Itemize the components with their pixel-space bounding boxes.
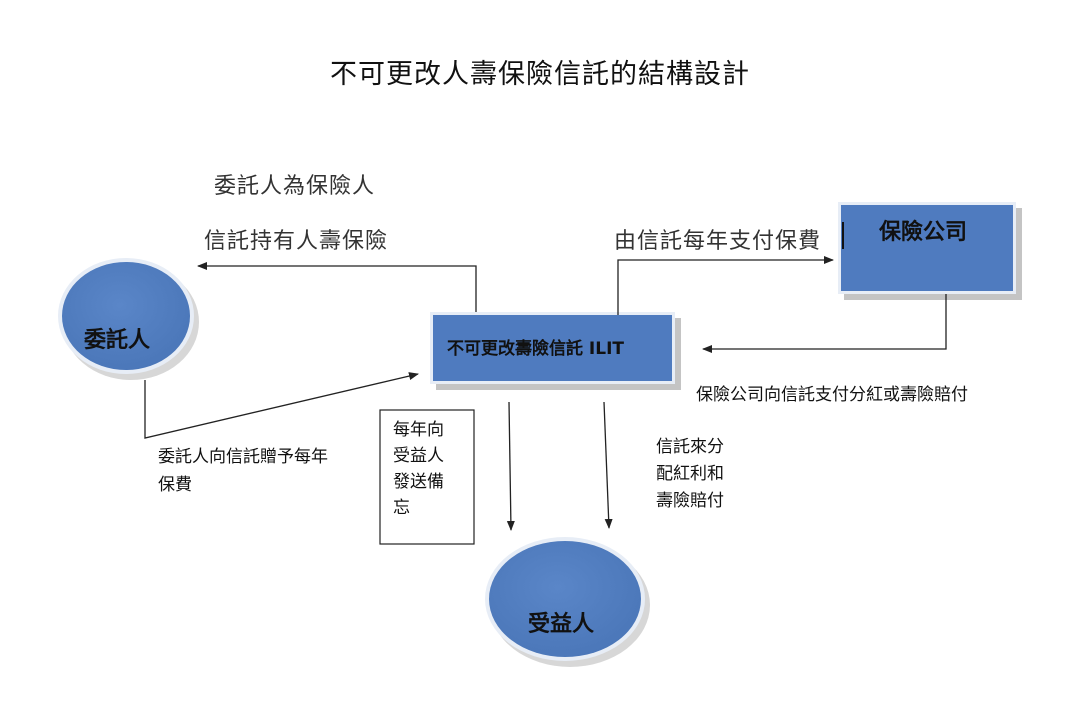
arrow-trust-to-insurer <box>617 256 834 315</box>
trust-node <box>430 312 681 390</box>
arrow-insurer-to-trust <box>702 294 947 353</box>
distribution-label-line3: 壽險賠付 <box>656 491 724 511</box>
trust-to-grantor-label-line1: 委託人為保險人 <box>214 174 376 199</box>
insurer-label: 保險公司 <box>879 220 968 245</box>
memo-line4: 忘 <box>393 498 410 518</box>
beneficiary-label: 受益人 <box>528 612 595 637</box>
memo-line1: 每年向 <box>393 420 444 440</box>
arrow-trust-to-grantor <box>197 262 477 312</box>
arrow-trust-to-beneficiary-right <box>603 401 613 529</box>
insurer-node <box>838 202 1022 300</box>
memo-line2: 受益人 <box>393 446 444 466</box>
arrow-grantor-to-trust <box>144 372 419 439</box>
trust-to-grantor-label-line2: 信託持有人壽保險 <box>204 229 389 254</box>
distribution-label-line1: 信託來分 <box>656 437 724 457</box>
memo-line3: 發送備 <box>393 472 444 492</box>
grantor-label: 委託人 <box>84 328 151 353</box>
insurer-to-trust-label: 保險公司向信託支付分紅或壽險賠付 <box>696 385 968 405</box>
trust-label: 不可更改壽險信託 ILIT <box>447 339 624 359</box>
page-title: 不可更改人壽保險信託的結構設計 <box>330 59 750 90</box>
grantor-node <box>58 258 199 380</box>
grantor-to-trust-label-line1: 委託人向信託贈予每年 <box>158 447 328 467</box>
arrow-trust-to-beneficiary-left <box>506 401 515 531</box>
trust-to-insurer-label: 由信託每年支付保費 <box>614 229 822 254</box>
grantor-to-trust-label-line2: 保費 <box>158 475 192 495</box>
beneficiary-node <box>485 537 650 667</box>
memo-box <box>379 409 475 545</box>
distribution-label-line2: 配紅利和 <box>656 464 724 484</box>
